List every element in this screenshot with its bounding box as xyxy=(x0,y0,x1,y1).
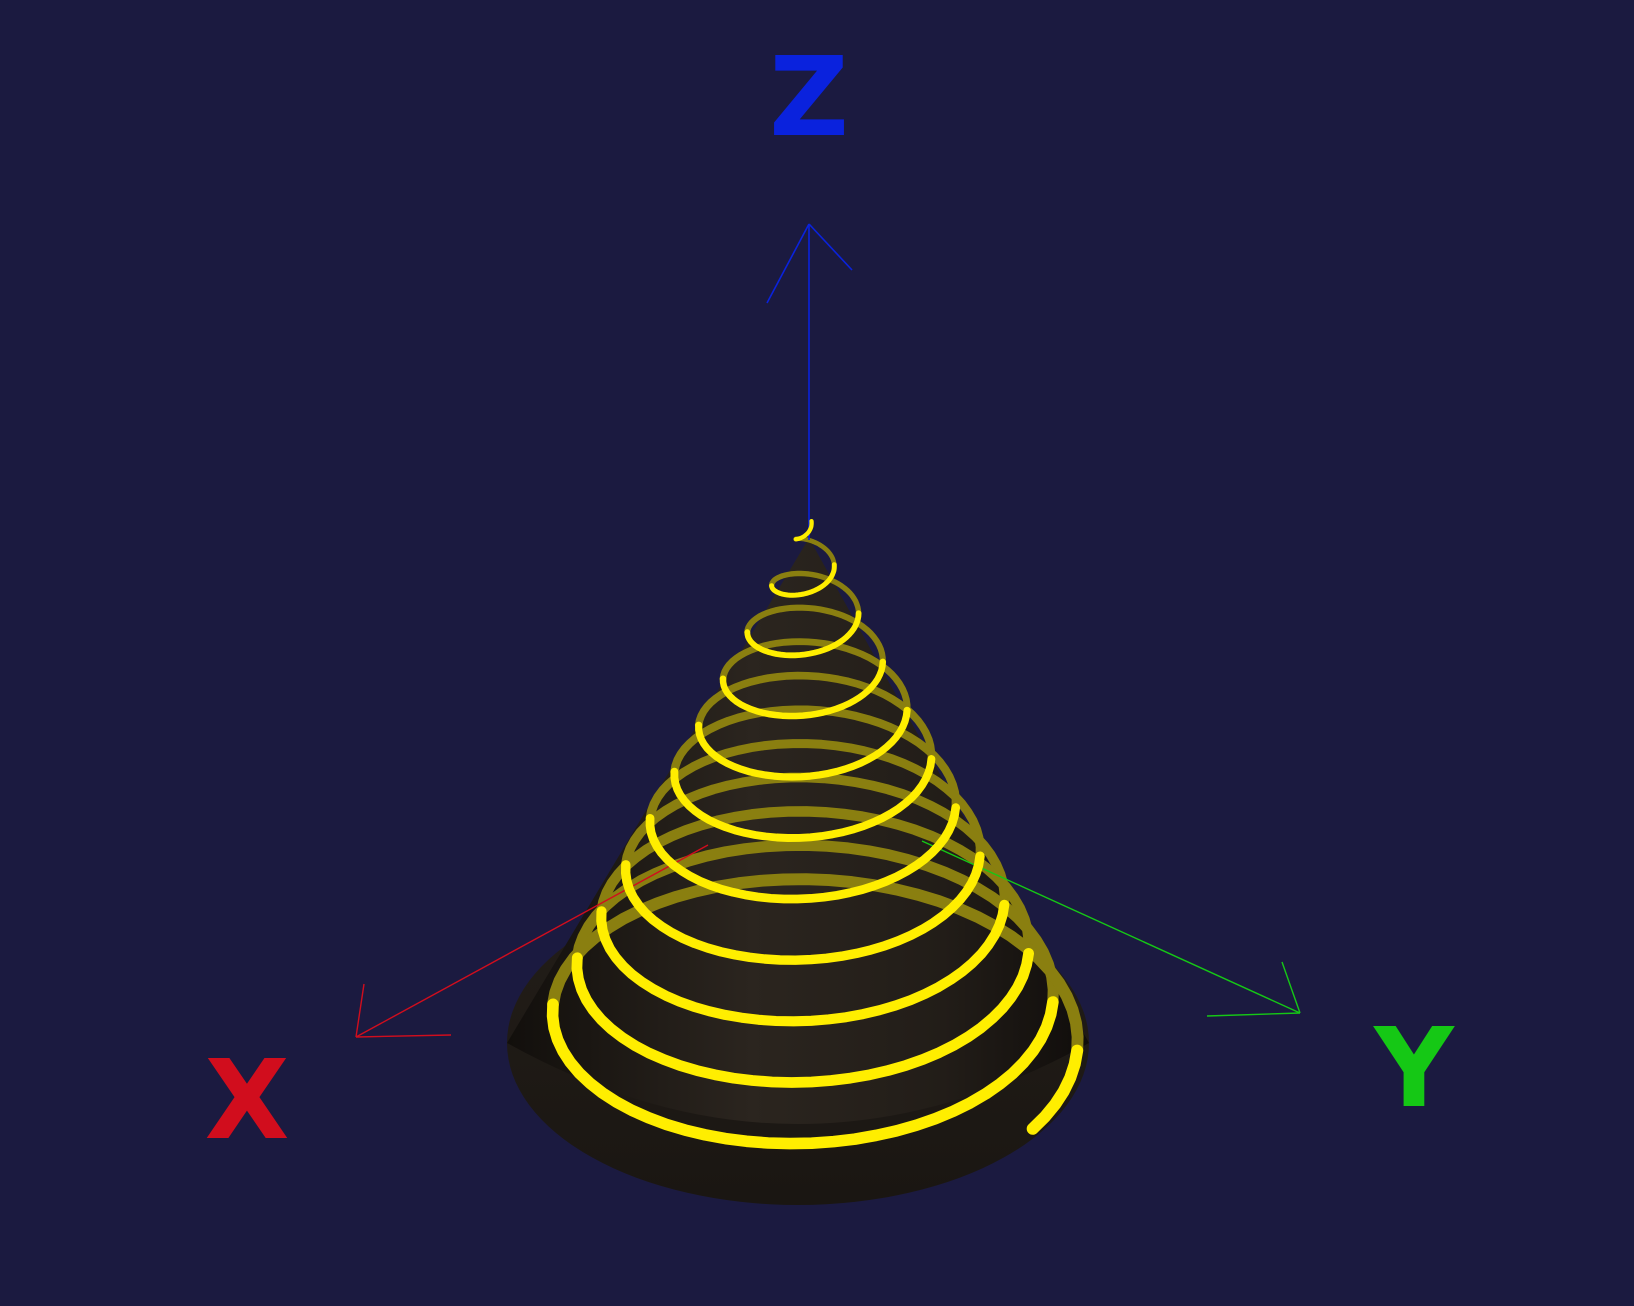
spiral-front-group xyxy=(546,518,1084,1150)
spiral-segment-back xyxy=(596,806,1035,959)
spiral-segment-front xyxy=(571,948,1034,1088)
spiral-segment-back xyxy=(719,638,911,714)
spiral-segment-front xyxy=(670,755,936,842)
axis-x-arrowhead-lower xyxy=(355,1034,452,1038)
spiral-back-group xyxy=(547,536,1084,1057)
axis-x-line xyxy=(355,844,709,1038)
spiral-segment-front xyxy=(621,851,985,965)
spiral-segment-back xyxy=(620,772,1010,910)
cone-body xyxy=(507,538,1089,1124)
spiral-segment-back xyxy=(768,570,862,616)
axis-z-arrowhead-right xyxy=(808,223,853,271)
spiral-segment-back xyxy=(547,873,1084,1057)
spiral-segment-front xyxy=(596,899,1010,1027)
spiral-segment-front xyxy=(546,996,1059,1150)
spiral-segment-front xyxy=(744,610,862,659)
spiral-segment-front xyxy=(769,562,837,598)
axis-x xyxy=(355,844,709,1038)
axis-y-line xyxy=(921,840,1301,1014)
spiral-segment-back xyxy=(694,671,936,763)
axis-y-arrowhead-upper xyxy=(1281,961,1301,1014)
axis-label-x: X xyxy=(205,1036,290,1164)
axis-z xyxy=(766,223,853,540)
spiral-segment-back xyxy=(744,604,886,665)
spiral-segment-front xyxy=(645,803,961,904)
spiral-segment-front xyxy=(695,706,911,781)
axis-y-arrowhead-lower xyxy=(1206,1012,1301,1017)
spiral-segment-front xyxy=(793,518,814,542)
axis-label-z: Z xyxy=(769,33,849,161)
axis-z-arrowhead-left xyxy=(766,223,810,304)
spiral-segment-back xyxy=(571,839,1059,1008)
spiral-segment-front xyxy=(1026,1044,1084,1135)
axis-label-y: Y xyxy=(1372,1004,1455,1132)
axis-y xyxy=(921,840,1301,1017)
axis-x-arrowhead-upper xyxy=(355,983,365,1038)
spiral-segment-front xyxy=(719,658,887,720)
